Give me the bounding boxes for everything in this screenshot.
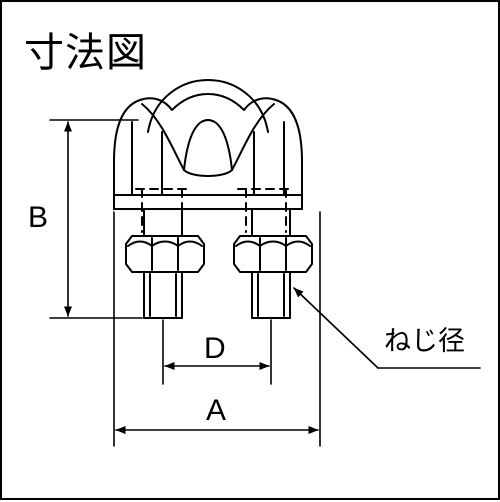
dimension-a-label: A <box>206 394 227 427</box>
dimension-a-lines <box>113 211 321 447</box>
dimension-d-lines <box>162 319 272 385</box>
thread-diameter-label: ねじ径 <box>384 326 465 357</box>
dimension-d-label: D <box>204 332 226 365</box>
dimension-b-lines <box>49 119 143 319</box>
saddle-body <box>113 79 303 210</box>
right-bolt <box>233 209 313 319</box>
hidden-lines <box>135 188 295 233</box>
page-title: 寸法図 <box>24 30 147 76</box>
dimension-b-label: B <box>28 201 49 234</box>
thread-leader-line <box>293 287 481 369</box>
left-bolt <box>125 209 205 319</box>
